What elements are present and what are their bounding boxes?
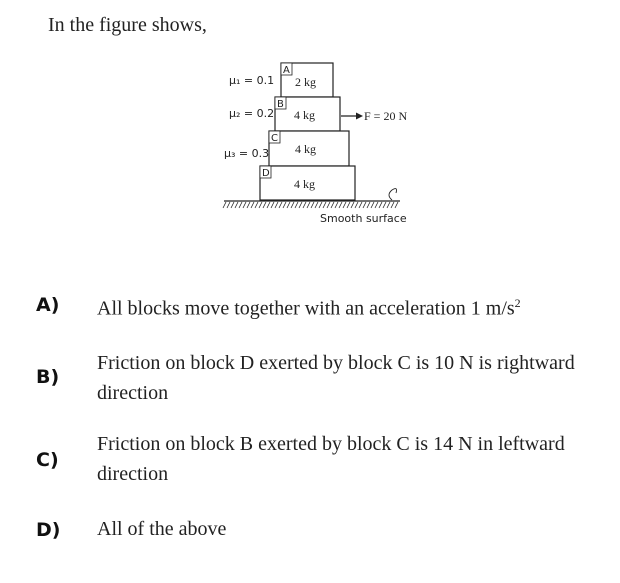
option-a-superscript: 2 bbox=[514, 296, 521, 310]
block-b-mu: μ₂ = 0.2 bbox=[229, 107, 274, 120]
option-a-text[interactable]: All blocks move together with an acceler… bbox=[97, 288, 597, 324]
block-a-letter-box bbox=[280, 62, 293, 76]
block-b-mass: 4 kg bbox=[294, 108, 315, 122]
option-b-label: B) bbox=[36, 366, 60, 388]
option-c-text[interactable]: Friction on block B exerted by block C i… bbox=[97, 433, 565, 485]
ground-hatching bbox=[222, 201, 399, 209]
option-c-label: C) bbox=[36, 449, 59, 471]
block-c-letter-box bbox=[268, 130, 281, 144]
option-d-label: D) bbox=[36, 519, 61, 541]
block-b-letter-box bbox=[274, 96, 287, 110]
option-b-text[interactable]: Friction on block D exerted by block C i… bbox=[97, 352, 575, 404]
block-c bbox=[268, 130, 350, 167]
block-d-mass: 4 kg bbox=[294, 177, 315, 191]
blocks-figure: A 2 kg μ₁ = 0.1 B 4 kg μ₂ = 0.2 F = 20 N… bbox=[222, 62, 407, 225]
force-arrow-head bbox=[356, 112, 363, 120]
option-d-text[interactable]: All of the above bbox=[97, 518, 227, 540]
smooth-surface-label: Smooth surface bbox=[320, 212, 407, 225]
block-c-letter: C bbox=[271, 133, 278, 144]
block-a-letter: A bbox=[283, 65, 290, 76]
block-d-letter-box bbox=[259, 165, 272, 179]
question-text: In the figure shows, bbox=[48, 14, 207, 36]
force-label: F = 20 N bbox=[364, 109, 407, 123]
smooth-surface-pointer bbox=[388, 188, 397, 201]
option-a-label: A) bbox=[36, 294, 60, 316]
block-b-letter: B bbox=[277, 99, 284, 110]
block-c-mass: 4 kg bbox=[295, 142, 316, 156]
option-a-body: All blocks move together with an acceler… bbox=[97, 297, 515, 320]
block-a-mu: μ₁ = 0.1 bbox=[229, 74, 274, 87]
block-a-mass: 2 kg bbox=[295, 75, 316, 89]
block-d bbox=[259, 165, 356, 201]
block-d-letter: D bbox=[262, 168, 270, 179]
block-c-mu: μ₃ = 0.3 bbox=[224, 147, 269, 160]
